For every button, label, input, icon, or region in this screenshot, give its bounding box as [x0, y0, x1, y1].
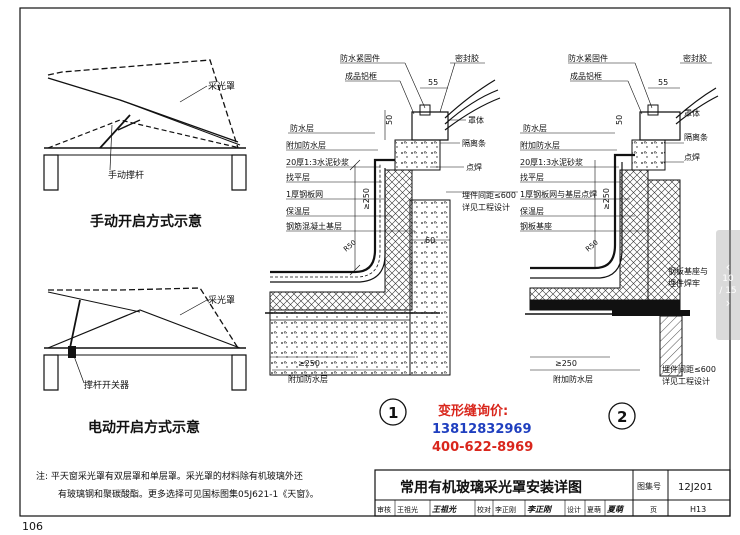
detail1-layer-4: 1厚钢板网: [286, 189, 323, 199]
detail2-anchor-note-2: 详见工程设计: [662, 376, 710, 386]
manual-opening-view: 采光罩 手动撑杆 手动开启方式示意: [43, 59, 247, 230]
note-line-2: 有玻璃钢和聚碳酸酯。更多选择可见国标图集05J621-1《天窗》。: [58, 488, 319, 500]
title-block-title: 常用有机玻璃采光罩安装详图: [400, 479, 582, 496]
detail1-layer-labels: 防水层 附加防水层 20厚1:3水泥砂浆 找平层 1厚钢板网 保温层 钢筋混凝土…: [286, 123, 415, 232]
detail1-layer-3: 找平层: [286, 172, 310, 182]
detail1-fastener-label: 防水紧固件: [340, 53, 380, 63]
checker-signature: 李正刚: [527, 505, 553, 514]
total-pages: / 15: [719, 286, 737, 296]
detail2-anchor-note-1: 埋件间距≤600: [662, 364, 716, 374]
manual-cover-label: 采光罩: [208, 80, 235, 92]
detail2-dim-55: 55: [658, 78, 668, 87]
detail1-dim-60: 60: [425, 236, 435, 245]
electric-switch-label: 撑杆开关器: [84, 379, 129, 391]
detail1-number-circle: [379, 398, 407, 426]
electric-opening-view: 采光罩 撑杆开关器 电动开启方式示意: [43, 287, 247, 436]
detail1-layer-2: 20厚1:3水泥砂浆: [286, 157, 349, 167]
detail1-frame-label: 成品铝框: [345, 71, 377, 81]
detail2-plate-note-1: 钢板基座与: [668, 266, 708, 276]
page-number: 106: [22, 520, 43, 533]
detail2-layer-2: 20厚1:3水泥砂浆: [520, 157, 583, 167]
detail2-layer-4: 1厚钢板网与基层点焊: [520, 189, 597, 199]
detail1-sealant-label: 密封胶: [455, 53, 479, 63]
manual-caption: 手动开启方式示意: [90, 213, 202, 230]
detail2-cover-label: 罩体: [684, 108, 700, 118]
detail1-cover-label: 罩体: [468, 115, 484, 125]
detail2-number: 2: [617, 408, 627, 426]
detail1-anchor-note-2: 详见工程设计: [462, 202, 510, 212]
atlas-label: 图集号: [637, 481, 661, 491]
detail2-isolator-label: 隔离条: [684, 132, 708, 142]
detail2-bottom-dim: ≥250: [555, 359, 577, 368]
chevron-left-icon[interactable]: ‹: [725, 260, 731, 274]
advert-block: 变形缝询价: 13812832969 400-622-8969: [432, 403, 533, 455]
detail1-layer-1: 附加防水层: [286, 140, 326, 150]
atlas-number: 12J201: [678, 482, 713, 493]
detail2-layer-5: 保温层: [520, 206, 544, 216]
detail1-number: 1: [388, 404, 398, 422]
check-label: 校对: [477, 505, 491, 514]
detail1-bottom-label: 附加防水层: [288, 374, 328, 384]
advert-phone-1: 13812832969: [432, 422, 532, 437]
detail2-bottom-label: 附加防水层: [553, 374, 593, 384]
detail1-layer-6: 钢筋混凝土基层: [286, 221, 342, 231]
detail-1: ≥250 50 55 R50 60 防水紧固件 密封胶 成品铝框 罩体 隔离条 …: [265, 53, 518, 426]
advert-phone-2: 400-622-8969: [432, 440, 533, 455]
detail1-dim-55: 55: [428, 78, 438, 87]
detail2-weld-label: 点焊: [684, 152, 700, 162]
detail2-plate-note-2: 埋件焊牢: [668, 278, 700, 288]
detail2-dim-50: 50: [615, 115, 624, 125]
title-block: 常用有机玻璃采光罩安装详图 图集号 12J201 审核 王祖光 王祖光 校对 李…: [374, 469, 731, 517]
detail1-bottom-dim: ≥250: [298, 359, 320, 368]
checker-name: 李正刚: [495, 505, 516, 514]
detail1-anchor-note-1: 埋件间距≤600: [462, 190, 516, 200]
reviewer-signature: 王祖光: [432, 505, 457, 514]
current-page: 10: [722, 274, 734, 284]
detail2-number-circle: [608, 402, 636, 430]
detail2-layer-0: 防水层: [523, 123, 547, 133]
reviewer-name: 王祖光: [397, 505, 418, 514]
page-navigator[interactable]: ‹ 10 / 15 ›: [716, 230, 740, 340]
detail1-weld-label: 点焊: [466, 162, 482, 172]
detail1-dim-50: 50: [385, 115, 394, 125]
chevron-right-icon[interactable]: ›: [725, 296, 731, 310]
detail1-layer-5: 保温层: [286, 206, 310, 216]
review-label: 审核: [377, 505, 391, 514]
sheet-page-number: H13: [690, 505, 706, 514]
design-label: 设计: [567, 505, 581, 514]
designer-signature: 夏萌: [607, 505, 625, 514]
designer-name: 夏萌: [587, 505, 601, 514]
electric-cover-label: 采光罩: [208, 294, 235, 306]
detail2-layer-6: 钢板基座: [520, 221, 552, 231]
note-line-1: 注: 平天窗采光罩有双层罩和单层罩。采光罩的材料除有机玻璃外还: [36, 470, 303, 482]
detail2-layer-1: 附加防水层: [520, 140, 560, 150]
detail2-radius: R50: [584, 239, 600, 254]
detail1-radius: R50: [342, 239, 358, 254]
detail2-fastener-label: 防水紧固件: [568, 53, 608, 63]
detail-2: ≥250 50 55 R50 防水紧固件 密封胶 成品铝框 罩体 隔离条 点焊 …: [520, 53, 719, 430]
detail2-frame-label: 成品铝框: [570, 71, 602, 81]
manual-rod-label: 手动撑杆: [108, 169, 144, 181]
detail1-layer-0: 防水层: [290, 123, 314, 133]
electric-caption: 电动开启方式示意: [88, 419, 200, 436]
advert-title: 变形缝询价:: [438, 403, 508, 419]
detail2-layer-labels: 防水层 附加防水层 20厚1:3水泥砂浆 找平层 1厚钢板网与基层点焊 保温层 …: [520, 123, 650, 232]
detail2-sealant-label: 密封胶: [683, 53, 707, 63]
detail2-layer-3: 找平层: [520, 172, 544, 182]
detail1-isolator-label: 隔离条: [462, 138, 486, 148]
page-label: 页: [650, 506, 657, 514]
